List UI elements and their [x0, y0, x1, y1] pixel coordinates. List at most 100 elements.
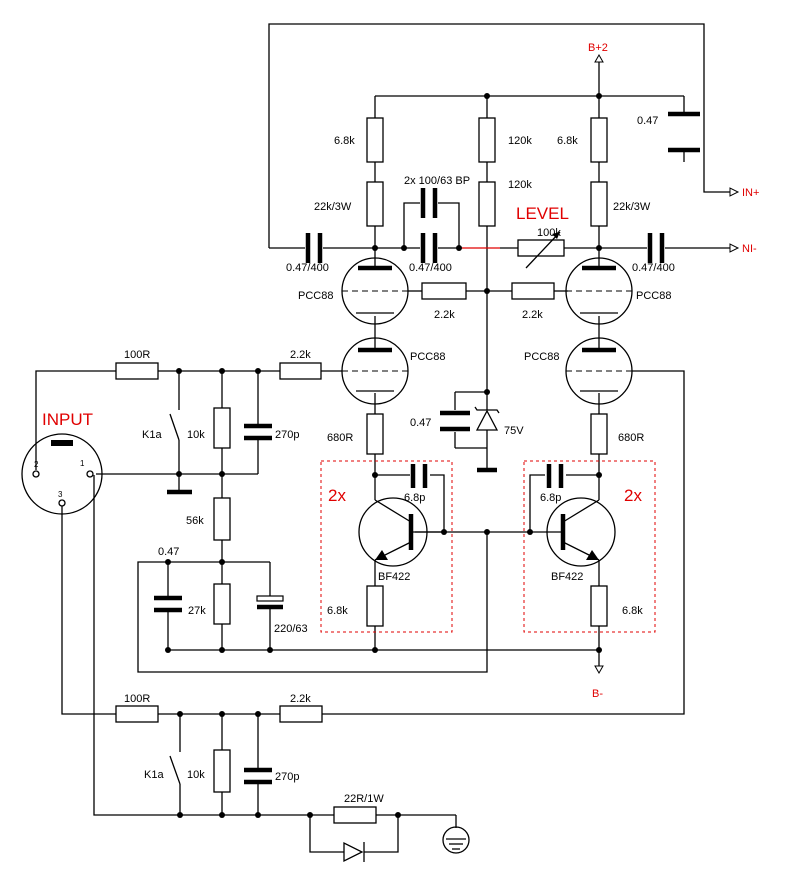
tube-upper-left — [341, 257, 409, 325]
label-tube-ur: PCC88 — [636, 290, 671, 302]
label-c-mid: 0.47/400 — [409, 262, 452, 274]
label-tube-lr: PCC88 — [524, 351, 559, 363]
label-pin3: 3 — [58, 490, 63, 499]
top-section-wires — [268, 23, 730, 392]
label-tube-ll: PCC88 — [410, 351, 445, 363]
label-bminus: B- — [592, 688, 603, 700]
capacitor-047-top — [668, 111, 700, 153]
resistor-100r-bottom — [115, 705, 159, 723]
label-bplus: B+2 — [588, 42, 608, 54]
label-c270-bot: 270p — [275, 771, 299, 783]
label-level: LEVEL — [516, 204, 569, 223]
capacitor-out-right — [647, 233, 665, 263]
switch-k1a-top — [169, 413, 180, 441]
label-r10k-bot: 10k — [187, 769, 205, 781]
label-r22-l: 2.2k — [434, 309, 455, 321]
label-cap-bp: 2x 100/63 BP — [404, 175, 470, 187]
label-k1a-top: K1a — [142, 429, 162, 441]
label-c047-bot: 0.47 — [158, 546, 179, 558]
label-c047-zener: 0.47 — [410, 417, 431, 429]
label-c68p-r: 6.8p — [540, 492, 561, 504]
label-r120k-top: 120k — [508, 135, 532, 147]
label-r22-r: 2.2k — [522, 309, 543, 321]
capacitor-270p-top — [244, 423, 272, 441]
label-r680-r: 680R — [618, 432, 644, 444]
dashed-box-left — [320, 460, 453, 633]
label-ni: NI- — [742, 243, 757, 255]
capacitor-68p-right — [546, 464, 564, 488]
resistor-56k — [213, 497, 231, 541]
diode-bottom — [343, 841, 365, 863]
label-r68k-left: 6.8k — [334, 135, 355, 147]
resistor-22r-1w — [333, 806, 377, 824]
capacitor-047-bottom — [154, 595, 182, 613]
resistor-2k2-input-bottom — [279, 705, 323, 723]
label-pin1: 1 — [80, 459, 85, 468]
label-r68k-er: 6.8k — [622, 605, 643, 617]
resistor-100r-top — [115, 362, 159, 380]
resistor-6k8-right — [590, 117, 608, 163]
capacitor-out-left — [305, 233, 323, 263]
resistor-120k-top — [478, 117, 496, 163]
label-r68k-el: 6.8k — [327, 605, 348, 617]
resistor-27k — [213, 583, 231, 625]
label-2x-left: 2x — [328, 486, 346, 505]
label-pot: 100k — [537, 227, 561, 239]
capacitor-047-zener — [440, 410, 470, 432]
label-c220: 220/63 — [274, 623, 308, 635]
capacitor-bp-bottom — [420, 233, 438, 263]
label-input: INPUT — [42, 410, 93, 429]
label-c270-top: 270p — [275, 429, 299, 441]
resistor-680-left — [366, 413, 384, 455]
label-r22k-left: 22k/3W — [314, 201, 352, 213]
label-r120k-bot: 120k — [508, 179, 532, 191]
zener-diode-75v — [474, 406, 500, 431]
capacitor-270p-bottom — [244, 767, 272, 785]
tube-upper-right — [565, 257, 633, 325]
transistor-bf422-left — [358, 497, 444, 567]
label-bf-r: BF422 — [551, 571, 583, 583]
label-c-left-out: 0.47/400 — [286, 262, 329, 274]
resistor-120k-bottom — [478, 181, 496, 227]
resistor-680-right — [590, 413, 608, 455]
label-r22k-right: 22k/3W — [613, 201, 651, 213]
resistor-2k2-grid-right — [511, 282, 555, 300]
label-r100-bot: 100R — [124, 693, 150, 705]
resistor-10k-bottom — [213, 749, 231, 793]
resistor-2k2-grid-left — [421, 282, 467, 300]
label-pin2: 2 — [34, 460, 39, 469]
resistor-22k-right — [590, 181, 608, 227]
switch-k1a-bottom — [169, 755, 181, 785]
capacitor-68p-left — [410, 464, 428, 488]
resistor-22k-left — [366, 181, 384, 227]
label-bf-l: BF422 — [378, 571, 410, 583]
label-r100-top: 100R — [124, 349, 150, 361]
label-zener: 75V — [504, 425, 524, 437]
capacitor-bp-top — [420, 188, 438, 218]
lower-tube-wires — [137, 370, 685, 715]
resistor-10k-top — [213, 407, 231, 449]
label-c68p-l: 6.8p — [404, 492, 425, 504]
label-r22-in-top: 2.2k — [290, 349, 311, 361]
label-c-right-out: 0.47/400 — [632, 262, 675, 274]
resistor-6k8-emitter-right — [590, 585, 608, 627]
label-c047-top: 0.47 — [637, 115, 658, 127]
label-k1a-bot: K1a — [144, 769, 164, 781]
potentiometer-level — [517, 239, 565, 257]
label-r680-l: 680R — [327, 432, 353, 444]
label-r27k: 27k — [188, 605, 206, 617]
label-tube-ul: PCC88 — [298, 290, 333, 302]
ground-symbol — [442, 826, 470, 854]
dashed-box-right — [523, 460, 656, 633]
xlr-input-connector — [21, 433, 103, 515]
transistor-bf422-right — [546, 497, 616, 567]
label-r22-in-bot: 2.2k — [290, 693, 311, 705]
label-r22r1w: 22R/1W — [344, 793, 384, 805]
label-2x-right: 2x — [624, 486, 642, 505]
label-r56k: 56k — [186, 515, 204, 527]
junction-dots — [165, 93, 602, 818]
label-r68k-right: 6.8k — [557, 135, 578, 147]
resistor-2k2-input-top — [279, 362, 322, 380]
resistor-6k8-left — [366, 117, 384, 163]
